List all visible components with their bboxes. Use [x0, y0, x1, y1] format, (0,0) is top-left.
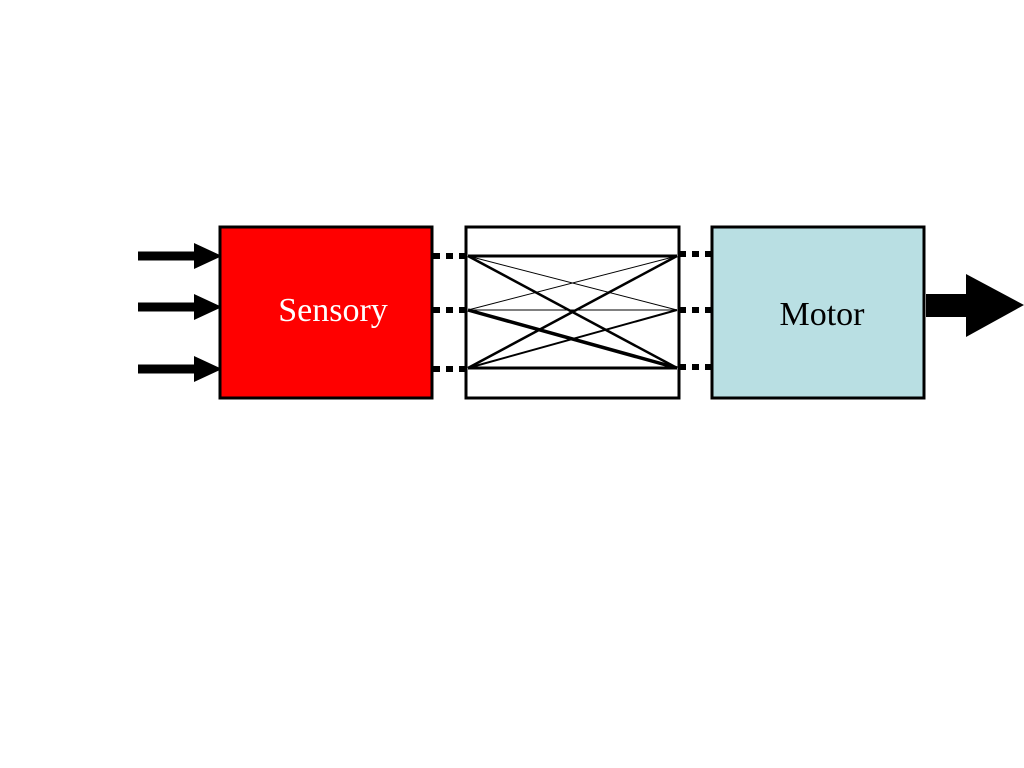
- motor-label: Motor: [780, 296, 866, 333]
- input-arrow-middle: [138, 294, 222, 320]
- input-arrow-bottom: [138, 356, 222, 382]
- motor-block: Motor: [710, 225, 926, 400]
- sensory-block: Sensory: [218, 225, 434, 400]
- motor-box: [710, 225, 926, 400]
- input-arrow-top: [138, 243, 222, 269]
- hidden-layer-wiring: [467, 254, 678, 370]
- hidden-layer-block: [464, 225, 681, 400]
- sensory-label: Sensory: [278, 292, 388, 329]
- sensory-box: [218, 225, 434, 400]
- hidden-to-motor-connections: [679, 251, 712, 370]
- sensory-to-hidden-connections: [433, 253, 466, 372]
- input-arrows: [138, 243, 222, 382]
- output-arrow: [926, 274, 1024, 337]
